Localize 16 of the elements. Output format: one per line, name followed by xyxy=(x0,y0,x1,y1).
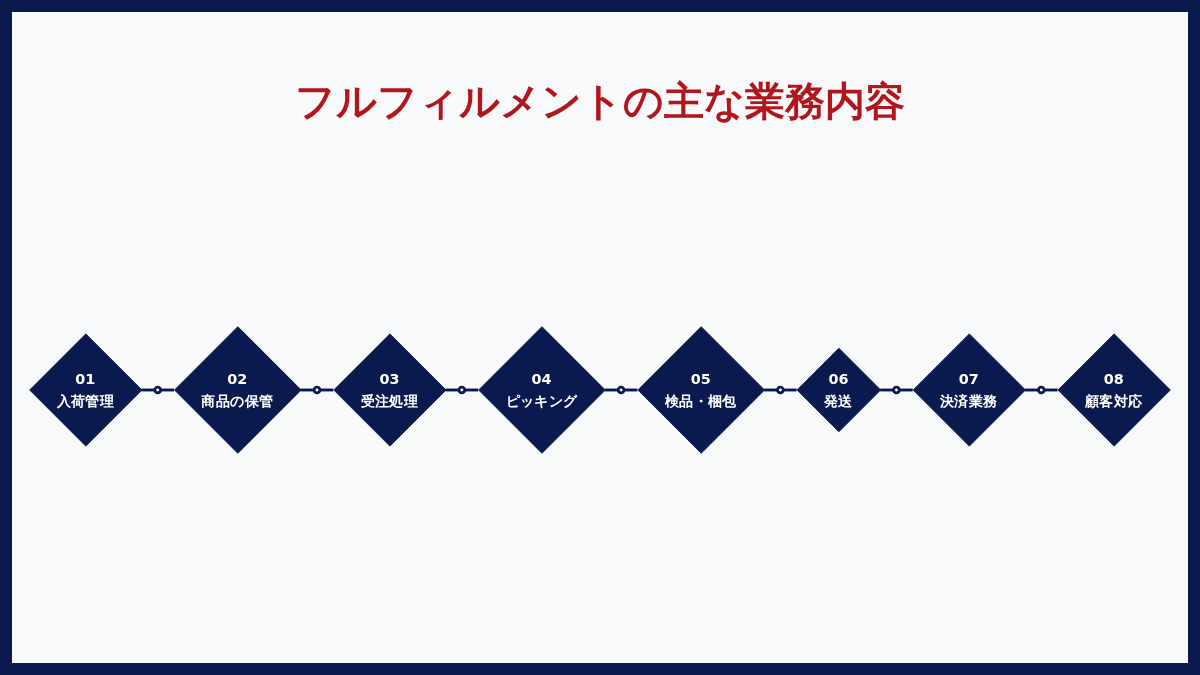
node-circle xyxy=(616,385,626,395)
node-diamond: 01 入荷管理 xyxy=(29,333,143,447)
node-circle xyxy=(892,385,901,395)
node-circle xyxy=(457,385,467,395)
title: フルフィルメントの主な業務内容 xyxy=(295,77,905,126)
node-diamond: 03 受注処理 xyxy=(333,333,447,447)
node-diamond: 05 検品・梱包 xyxy=(637,326,765,454)
node-diamond: 06 発送 xyxy=(796,347,882,433)
node-circle xyxy=(776,385,785,395)
node-diamond: 08 顧客対応 xyxy=(1057,333,1171,447)
node-diamond: 02 商品の保管 xyxy=(174,326,302,454)
node-circle xyxy=(312,385,322,395)
node-circle xyxy=(153,385,163,395)
node-circle xyxy=(1037,385,1046,395)
node-diamond: 07 決済業務 xyxy=(912,333,1026,447)
node-diamond: 04 ピッキング xyxy=(478,326,606,454)
